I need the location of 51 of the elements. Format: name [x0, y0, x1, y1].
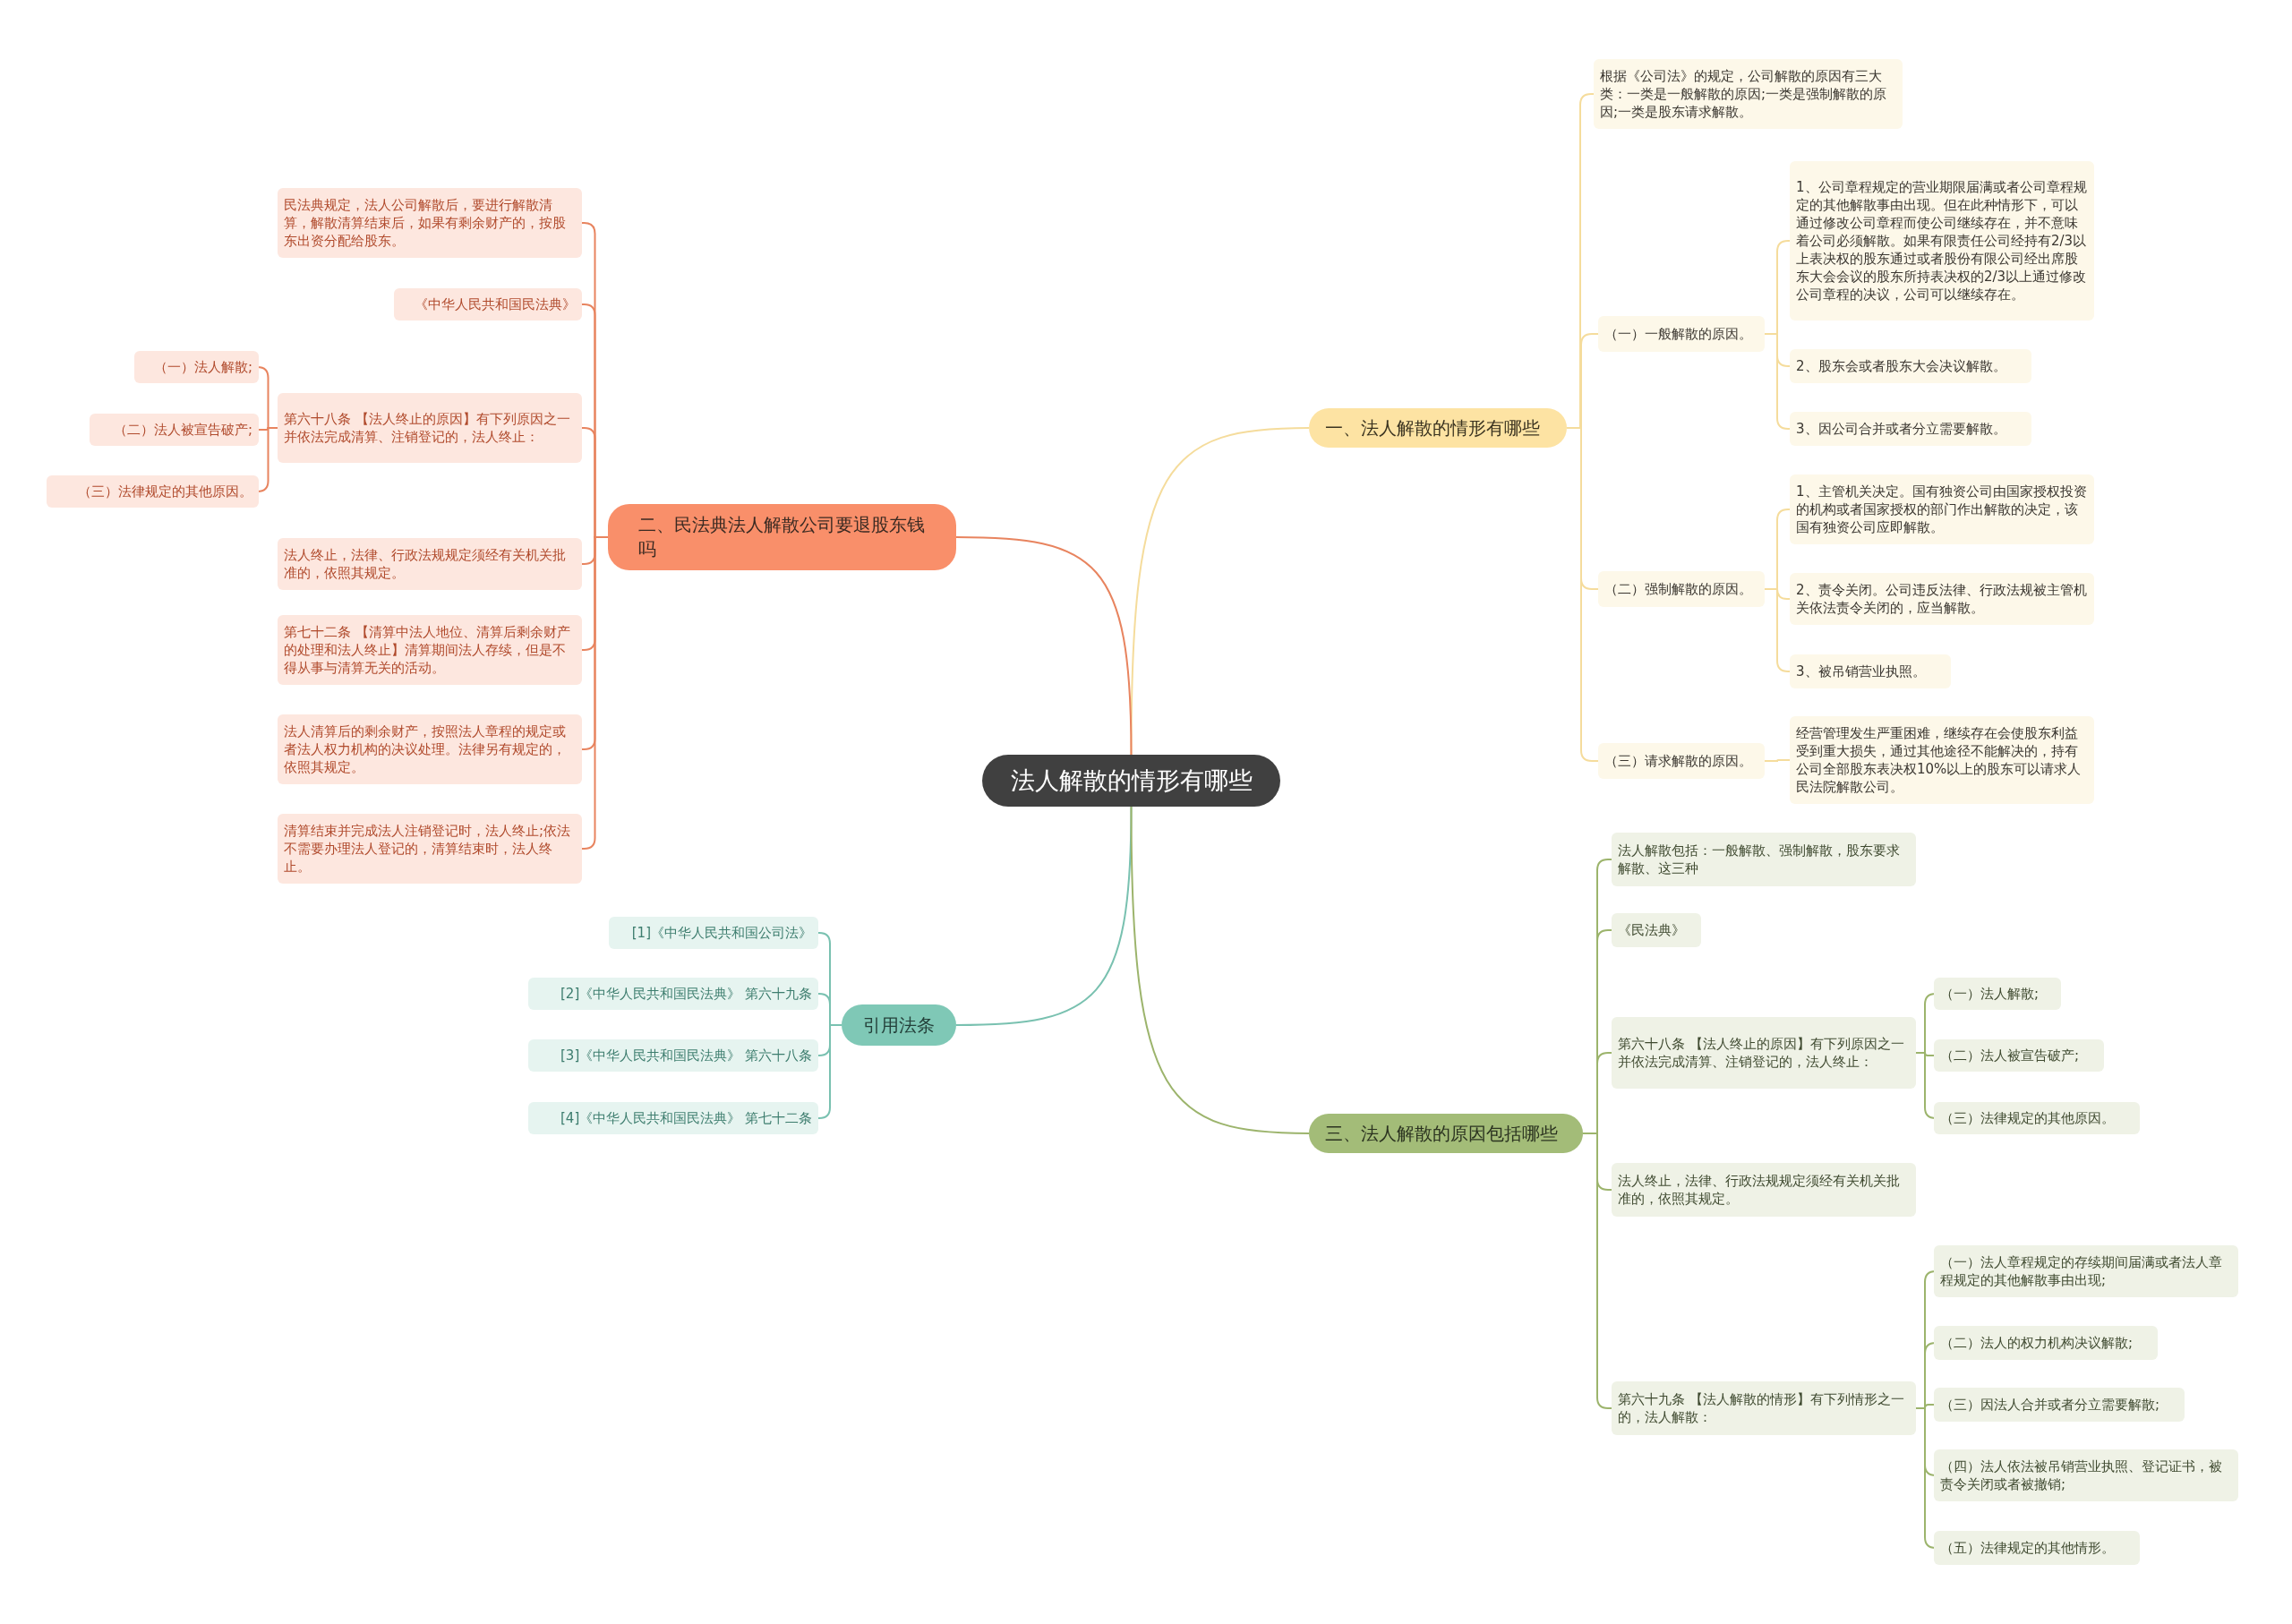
subtopic-box: （四）法人依法被吊销营业执照、登记证书，被责令关闭或者被撤销; — [1934, 1449, 2238, 1501]
subtopic-box: （一）法人解散; — [1934, 978, 2061, 1010]
branch-line — [1130, 806, 1310, 1134]
branch-line — [581, 536, 609, 850]
subtopic-box: 2、股东会或者股东大会决议解散。 — [1790, 349, 2031, 383]
branch-line — [1582, 1133, 1612, 1409]
subtopic-box: 经营管理发生严重困难，继续存在会使股东利益受到重大损失，通过其他途径不能解决的，持有公司全部股东表决权10%以上的股东可以请求人民法院解散公司。 — [1790, 716, 2094, 804]
subtopic-box: （一）法人章程规定的存续期间届满或者法人章程规定的其他解散事由出现; — [1934, 1245, 2238, 1297]
subtopic-box: 第六十九条 【法人解散的情形】有下列情形之一的，法人解散： — [1612, 1381, 1916, 1435]
subtopic-box: [4]《中华人民共和国民法典》 第七十二条 — [528, 1102, 818, 1134]
subtopic-box: 法人解散包括：一般解散、强制解散，股东要求解散、这三种 — [1612, 833, 1916, 886]
subtopic-box: （二）法人被宣告破产; — [90, 414, 259, 446]
subtopic-box: [1]《中华人民共和国公司法》 — [609, 917, 818, 949]
subtopic-box: （一）法人解散; — [134, 351, 259, 383]
topic-pill: 引用法条 — [842, 1004, 956, 1046]
subtopic-box: 3、被吊销营业执照。 — [1790, 654, 1951, 688]
subtopic-box: （二）法人的权力机构决议解散; — [1934, 1326, 2158, 1360]
central-topic: 法人解散的情形有哪些 — [982, 755, 1280, 807]
subtopic-box: 1、公司章程规定的营业期限届满或者公司章程规定的其他解散事由出现。但在此种情形下，可以通过修改公司章程而使公司继续存在，并不意味着公司必须解散。如果有限责任公司经持有2/3以上表决权的股东通过或者股份有限公司经出席股东大会会议的股东所持表决权的2/3以上通过修改公司章程的决议，公司可以继续存在。 — [1790, 161, 2094, 321]
subtopic-box: 第七十二条 【清算中法人地位、清算后剩余财产的处理和法人终止】清算期间法人存续，但是不得从事与清算无关的活动。 — [278, 615, 582, 685]
subtopic-box: （三）请求解散的原因。 — [1598, 743, 1765, 779]
topic-pill: 二、民法典法人解散公司要退股东钱吗 — [608, 504, 956, 570]
subtopic-box: （一）一般解散的原因。 — [1598, 316, 1765, 352]
subtopic-box: （五）法律规定的其他情形。 — [1934, 1531, 2140, 1565]
subtopic-box: （三）法律规定的其他原因。 — [1934, 1102, 2140, 1134]
topic-pill: 三、法人解散的原因包括哪些 — [1309, 1114, 1583, 1153]
subtopic-box: （三）法律规定的其他原因。 — [47, 475, 259, 508]
subtopic-box: 法人清算后的剩余财产，按照法人章程的规定或者法人权力机构的决议处理。法律另有规定的，依照其规定。 — [278, 714, 582, 784]
subtopic-box: 3、因公司合并或者分立需要解散。 — [1790, 412, 2031, 446]
subtopic-box: 1、主管机关决定。国有独资公司由国家授权投资的机构或者国家授权的部门作出解散的决定，该国有独资公司应即解散。 — [1790, 474, 2094, 544]
subtopic-box: （二）法人被宣告破产; — [1934, 1039, 2104, 1072]
subtopic-box: 民法典规定，法人公司解散后，要进行解散清算，解散清算结束后，如果有剩余财产的，按股东出资分配给股东。 — [278, 188, 582, 258]
branch-line — [1764, 333, 1791, 430]
branch-line — [955, 806, 1133, 1026]
subtopic-box: 2、责令关闭。公司违反法律、行政法规被主管机关依法责令关闭的，应当解散。 — [1790, 573, 2094, 625]
subtopic-box: 法人终止，法律、行政法规规定须经有关机关批准的，依照其规定。 — [278, 538, 582, 590]
subtopic-box: 清算结束并完成法人注销登记时，法人终止;依法不需要办理法人登记的，清算结束时，法人终止。 — [278, 814, 582, 884]
subtopic-box: [2]《中华人民共和国民法典》 第六十九条 — [528, 978, 818, 1010]
subtopic-box: （二）强制解散的原因。 — [1598, 571, 1765, 607]
subtopic-box: [3]《中华人民共和国民法典》 第六十八条 — [528, 1039, 818, 1072]
subtopic-box: 法人终止，法律、行政法规规定须经有关机关批准的，依照其规定。 — [1612, 1163, 1916, 1217]
branch-line — [1764, 759, 1791, 762]
subtopic-box: 《中华人民共和国民法典》 — [394, 288, 582, 321]
subtopic-box: （三）因法人合并或者分立需要解散; — [1934, 1388, 2185, 1422]
subtopic-box: 第六十八条 【法人终止的原因】有下列原因之一并依法完成清算、注销登记的，法人终止： — [278, 393, 582, 463]
subtopic-box: 第六十八条 【法人终止的原因】有下列原因之一并依法完成清算、注销登记的，法人终止： — [1612, 1017, 1916, 1089]
branch-line — [817, 1024, 842, 1119]
subtopic-box: 根据《公司法》的规定，公司解散的原因有三大类：一类是一般解散的原因;一类是强制解散的原因;一类是股东请求解散。 — [1594, 59, 1903, 129]
subtopic-box: 《民法典》 — [1612, 913, 1701, 947]
branch-line — [955, 536, 1133, 756]
topic-pill: 一、法人解散的情形有哪些 — [1309, 408, 1567, 448]
